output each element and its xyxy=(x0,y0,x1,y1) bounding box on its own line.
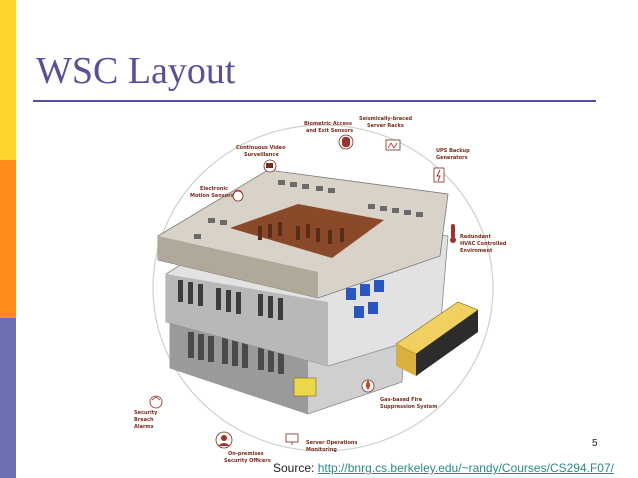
roof-racks xyxy=(258,222,344,244)
label-fire-l1: Gas-based Fire xyxy=(380,397,423,403)
bottom-floor-racks xyxy=(188,332,284,374)
roof-hvac-units xyxy=(194,180,423,239)
label-motion-l1: Electronic xyxy=(200,186,228,192)
wsc-layout-figure: Biometric Access and Exit Sensors Seismi… xyxy=(134,116,507,464)
label-video-l1: Continuous Video xyxy=(236,145,286,151)
accent-bar-purple xyxy=(0,318,16,478)
label-breach-l1: Security xyxy=(134,410,158,416)
label-motion-l2: Motion Sensors xyxy=(190,193,234,199)
label-breach-l2: Breach xyxy=(134,417,154,423)
title-underline xyxy=(33,100,596,102)
source-line: Source: http://bnrg.cs.berkeley.edu/~ran… xyxy=(273,461,614,475)
accent-bar-orange xyxy=(0,160,16,318)
label-ups-l2: Generators xyxy=(436,155,468,161)
source-label: Source: xyxy=(273,461,315,475)
server-rack-icon xyxy=(385,139,401,151)
lightning-icon xyxy=(433,167,445,183)
label-biometric-l1: Biometric Access xyxy=(304,121,352,127)
label-video-l2: Surveillance xyxy=(244,152,279,158)
roof-front xyxy=(158,236,318,298)
source-link[interactable]: http://bnrg.cs.berkeley.edu/~randy/Cours… xyxy=(317,461,614,475)
security-perimeter-circle xyxy=(152,124,494,452)
slide-title: WSC Layout xyxy=(36,50,236,92)
thermometer-icon xyxy=(450,224,456,243)
label-seismic-l1: Seismically-braced xyxy=(359,116,412,122)
label-breach-l3: Alarms xyxy=(134,424,154,430)
security-officer-icon xyxy=(215,431,233,449)
label-hvac-l2: HVAC Controlled xyxy=(460,241,507,247)
middle-floor-racks xyxy=(178,280,283,320)
fire-icon xyxy=(361,379,375,393)
label-ops-l1: Server Operations xyxy=(306,440,357,446)
video-camera-icon xyxy=(263,159,277,173)
monitor-icon xyxy=(285,433,299,445)
label-officers-l1: On-premises xyxy=(228,451,264,457)
accent-bar-yellow xyxy=(0,0,16,160)
label-ups-l1: UPS Backup xyxy=(436,148,470,154)
motion-sensor-icon xyxy=(232,189,244,202)
label-biometric-l2: and Exit Sensors xyxy=(306,128,353,134)
side-cabinets-side xyxy=(416,310,478,376)
page-number: 5 xyxy=(592,438,598,449)
label-fire-l2: Suppression System xyxy=(380,404,437,410)
alarm-icon xyxy=(149,395,163,409)
label-hvac-l1: Redundant xyxy=(460,234,491,240)
label-officers-l2: Security Officers xyxy=(224,458,271,464)
blue-server-racks xyxy=(346,280,384,318)
yellow-equipment xyxy=(293,377,317,397)
side-cabinets-front xyxy=(396,344,416,376)
label-seismic-l2: Server Racks xyxy=(367,123,404,129)
label-hvac-l3: Enviroment xyxy=(460,248,493,254)
middle-floor-front xyxy=(166,274,328,366)
label-ops-l2: Monitoring xyxy=(306,447,337,453)
fingerprint-icon xyxy=(338,134,354,150)
